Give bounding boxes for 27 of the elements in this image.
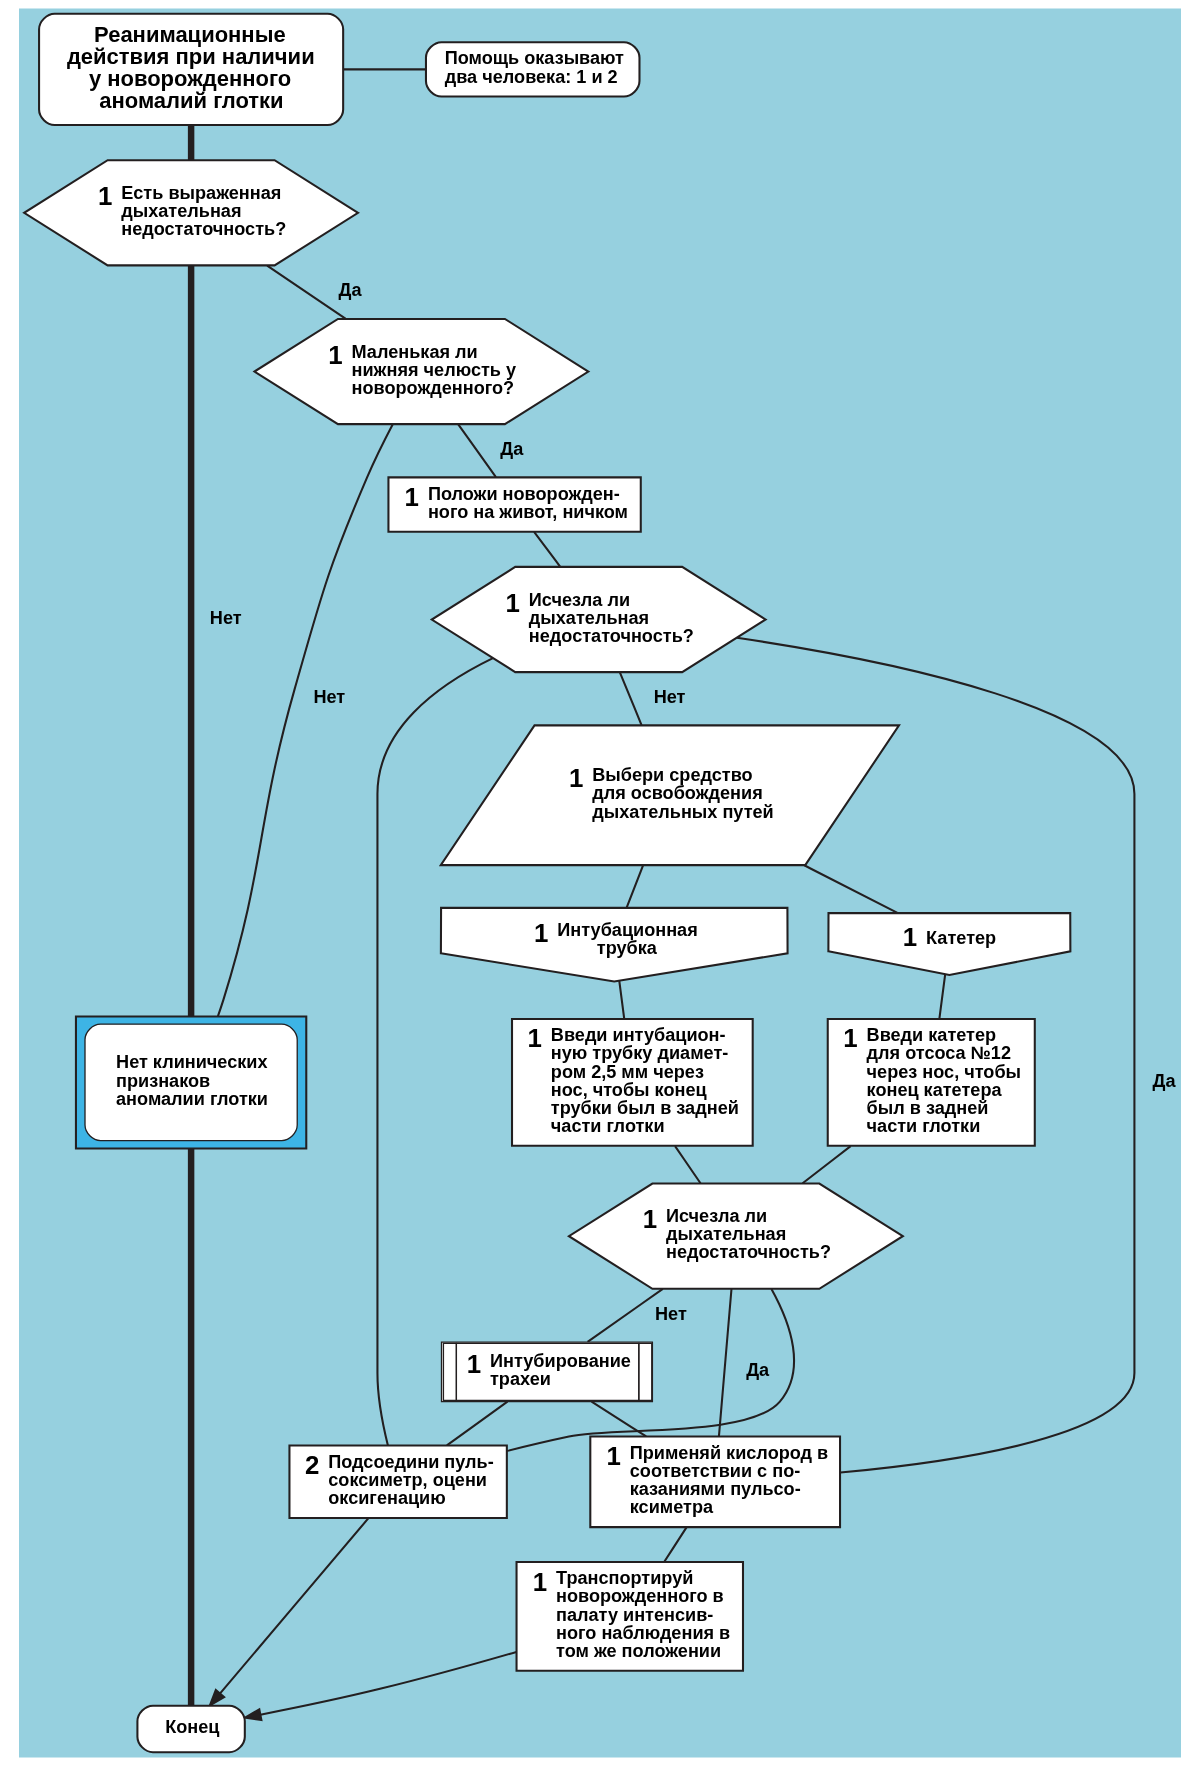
edge-label: Да <box>500 439 524 459</box>
edge-label: Нет <box>653 686 686 707</box>
connector <box>187 125 195 160</box>
node-box: Конец <box>136 1704 246 1754</box>
connector <box>343 68 426 71</box>
connector <box>187 265 195 1017</box>
node-box: Нет клинических признаков аномалии глотки <box>74 1015 308 1150</box>
connector <box>717 1288 733 1437</box>
edge-label: Да <box>338 280 362 301</box>
connector <box>674 1145 702 1184</box>
connector <box>625 865 644 908</box>
connector <box>187 1148 195 1706</box>
arrow <box>242 1650 517 1722</box>
edge-label: Да <box>746 1359 770 1380</box>
connector <box>376 657 494 1446</box>
connector <box>618 980 626 1019</box>
edge-label: Нет <box>313 686 346 707</box>
connector <box>587 1288 664 1343</box>
connector <box>803 864 898 914</box>
edge-label: Да <box>1152 1070 1176 1091</box>
edge-label: Нет <box>209 607 242 628</box>
connector <box>736 636 1136 1474</box>
node-box: Помощь оказывают два человека: 1 и 2 <box>424 41 641 98</box>
node-box: Реанимационные действия при наличии у новорожденного аномалий глотки <box>38 12 345 127</box>
connector <box>938 974 947 1020</box>
connector <box>506 1288 795 1452</box>
edge-label: Нет <box>655 1303 687 1324</box>
